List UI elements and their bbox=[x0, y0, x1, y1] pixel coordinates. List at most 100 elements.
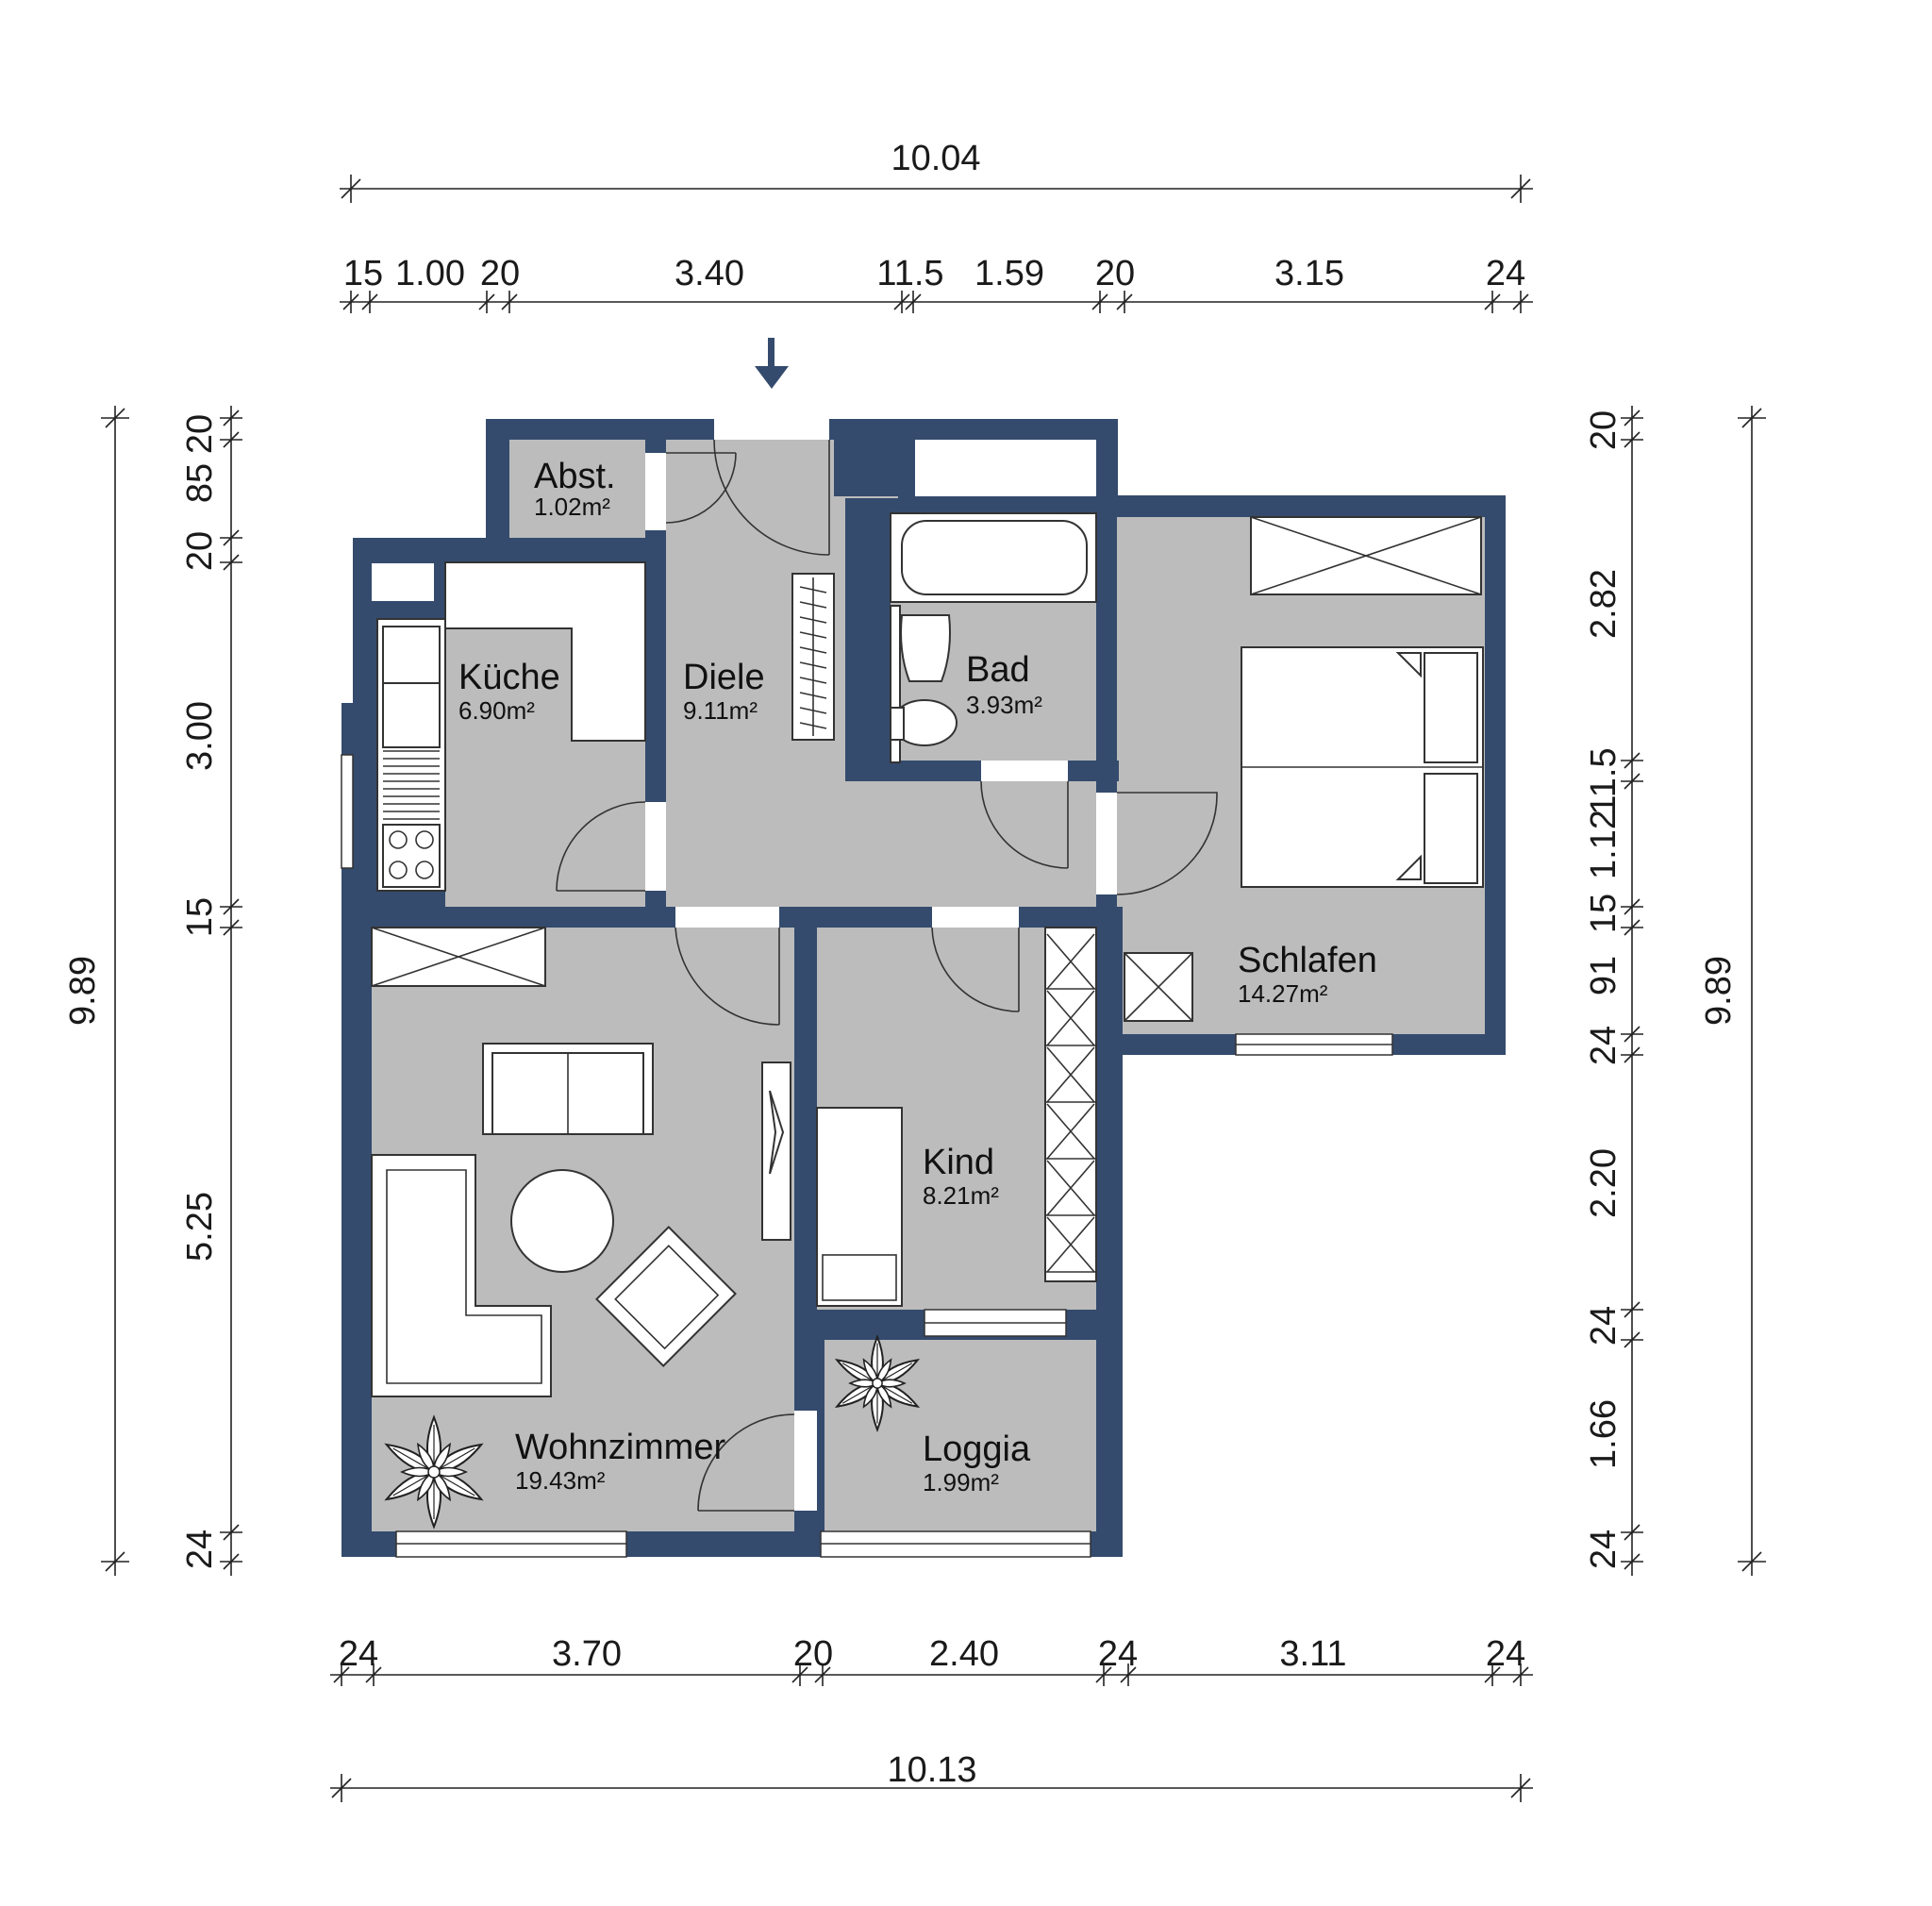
room-name: Loggia bbox=[923, 1430, 1031, 1469]
wardrobe-line bbox=[1046, 1160, 1095, 1216]
plant-leaf bbox=[417, 1442, 435, 1474]
room-diele: Diele 9.11m² bbox=[683, 658, 765, 725]
dim-left-seg: 20 bbox=[180, 531, 220, 571]
wardrobe-hanger bbox=[799, 616, 827, 624]
dimension-tick bbox=[905, 293, 922, 310]
plant-center bbox=[872, 1378, 883, 1389]
dim-right-seg: 20 bbox=[1584, 410, 1624, 450]
arrow-down-icon bbox=[755, 338, 789, 389]
plant-leaf bbox=[432, 1466, 468, 1478]
dimension-tick bbox=[791, 1666, 808, 1683]
wardrobe-line bbox=[1046, 1103, 1095, 1160]
dim-right-total: 9.89 bbox=[1699, 956, 1739, 1026]
shafts bbox=[372, 440, 1096, 601]
wardrobe-hanger bbox=[799, 677, 827, 684]
room-name: Schlafen bbox=[1238, 941, 1377, 980]
room-area: 8.21m² bbox=[923, 1181, 999, 1210]
dimension-tick bbox=[1624, 1331, 1641, 1348]
dimension-tick bbox=[223, 898, 240, 915]
dimension-tick bbox=[1091, 293, 1108, 310]
dimension-tick bbox=[1624, 1026, 1641, 1043]
dimension-tick bbox=[333, 1666, 350, 1683]
wardrobe-hanger bbox=[799, 692, 827, 699]
dim-bottom-seg: 24 bbox=[1098, 1634, 1138, 1674]
dimension-tick bbox=[1095, 1666, 1112, 1683]
plant-leaf bbox=[433, 1442, 451, 1474]
dim-left-total: 9.89 bbox=[63, 956, 103, 1026]
dim-left-seg: 85 bbox=[180, 463, 220, 503]
plant-leaf bbox=[400, 1466, 436, 1478]
dimension-tick bbox=[365, 1666, 382, 1683]
dimension-tick bbox=[814, 1666, 831, 1683]
dimension-tick bbox=[1624, 1524, 1641, 1541]
plant-vein bbox=[392, 1447, 435, 1473]
plant-icon bbox=[834, 1333, 921, 1433]
dim-right-seg: 24 bbox=[1584, 1306, 1624, 1346]
plant-vein bbox=[433, 1447, 475, 1473]
dim-right-seg: 91 bbox=[1584, 956, 1624, 995]
dim-left-seg: 24 bbox=[180, 1530, 220, 1569]
plant-leaf bbox=[862, 1381, 878, 1409]
dim-right-seg: 2.20 bbox=[1584, 1148, 1624, 1218]
dim-top-seg: 3.15 bbox=[1274, 254, 1344, 293]
dimension-tick bbox=[1116, 293, 1133, 310]
dim-left-seg: 20 bbox=[180, 414, 220, 454]
dimension-tick bbox=[501, 293, 518, 310]
plant-leaf bbox=[862, 1358, 878, 1385]
wardrobe-line bbox=[1046, 990, 1095, 1046]
room-schlafen: Schlafen 14.27m² bbox=[1238, 941, 1377, 1008]
dimension-tick bbox=[478, 293, 495, 310]
dim-bottom-seg: 3.70 bbox=[552, 1634, 622, 1674]
dimension-tick bbox=[223, 554, 240, 571]
plant-leaf bbox=[876, 1358, 892, 1385]
wardrobe-hanger bbox=[799, 661, 827, 669]
room-name: Diele bbox=[683, 658, 765, 697]
dim-top-seg: 24 bbox=[1486, 254, 1525, 293]
room-name: Kind bbox=[923, 1143, 994, 1182]
dim-top-seg: 15 bbox=[343, 254, 383, 293]
dimension-tick bbox=[361, 293, 378, 310]
plant-leaf bbox=[876, 1381, 892, 1409]
dim-top-seg: 20 bbox=[480, 254, 520, 293]
door-openings bbox=[645, 419, 1117, 1511]
wardrobe-line bbox=[1046, 1216, 1095, 1273]
dimension-tick bbox=[1624, 410, 1641, 426]
dim-right-seg: 11.5 bbox=[1584, 747, 1624, 814]
dim-bottom-total: 10.13 bbox=[887, 1750, 976, 1790]
wardrobe-hanger bbox=[799, 707, 827, 714]
wardrobe-hanger bbox=[799, 646, 827, 654]
dim-bottom-seg: 24 bbox=[339, 1634, 378, 1674]
dimension-tick bbox=[1624, 431, 1641, 448]
dim-bottom-seg: 20 bbox=[793, 1634, 833, 1674]
plant-vein bbox=[392, 1471, 435, 1496]
plant-center bbox=[427, 1465, 441, 1479]
dimension-tick bbox=[1624, 1046, 1641, 1063]
plant-leaf bbox=[875, 1379, 907, 1388]
dimension-tick bbox=[342, 293, 359, 310]
wardrobe-hanger bbox=[799, 722, 827, 729]
dimension-tick bbox=[223, 919, 240, 936]
plant-leaf bbox=[433, 1470, 451, 1502]
room-kueche: Küche 6.90m² bbox=[458, 658, 560, 725]
dim-top-seg: 1.00 bbox=[395, 254, 465, 293]
dimension-tick bbox=[1512, 1666, 1529, 1683]
dimension-tick bbox=[1624, 1553, 1641, 1570]
plant-leaf bbox=[848, 1379, 879, 1388]
room-area: 19.43m² bbox=[515, 1466, 606, 1495]
room-area: 14.27m² bbox=[1238, 979, 1328, 1008]
plant-icon bbox=[384, 1414, 484, 1530]
dimension-lines bbox=[101, 175, 1766, 1802]
dimension-tick bbox=[223, 1553, 240, 1570]
dim-top-seg: 1.59 bbox=[974, 254, 1044, 293]
dim-bottom-seg: 3.11 bbox=[1279, 1634, 1346, 1674]
dim-right-seg: 24 bbox=[1584, 1026, 1624, 1065]
dimension-tick bbox=[223, 410, 240, 426]
windows bbox=[341, 754, 1393, 1558]
dimension-tick bbox=[1484, 293, 1501, 310]
plant-vein bbox=[433, 1471, 475, 1496]
room-name: Bad bbox=[966, 650, 1030, 690]
wardrobe-line bbox=[1046, 1046, 1095, 1103]
room-area: 6.90m² bbox=[458, 696, 535, 725]
dim-top-seg: 3.40 bbox=[675, 254, 744, 293]
